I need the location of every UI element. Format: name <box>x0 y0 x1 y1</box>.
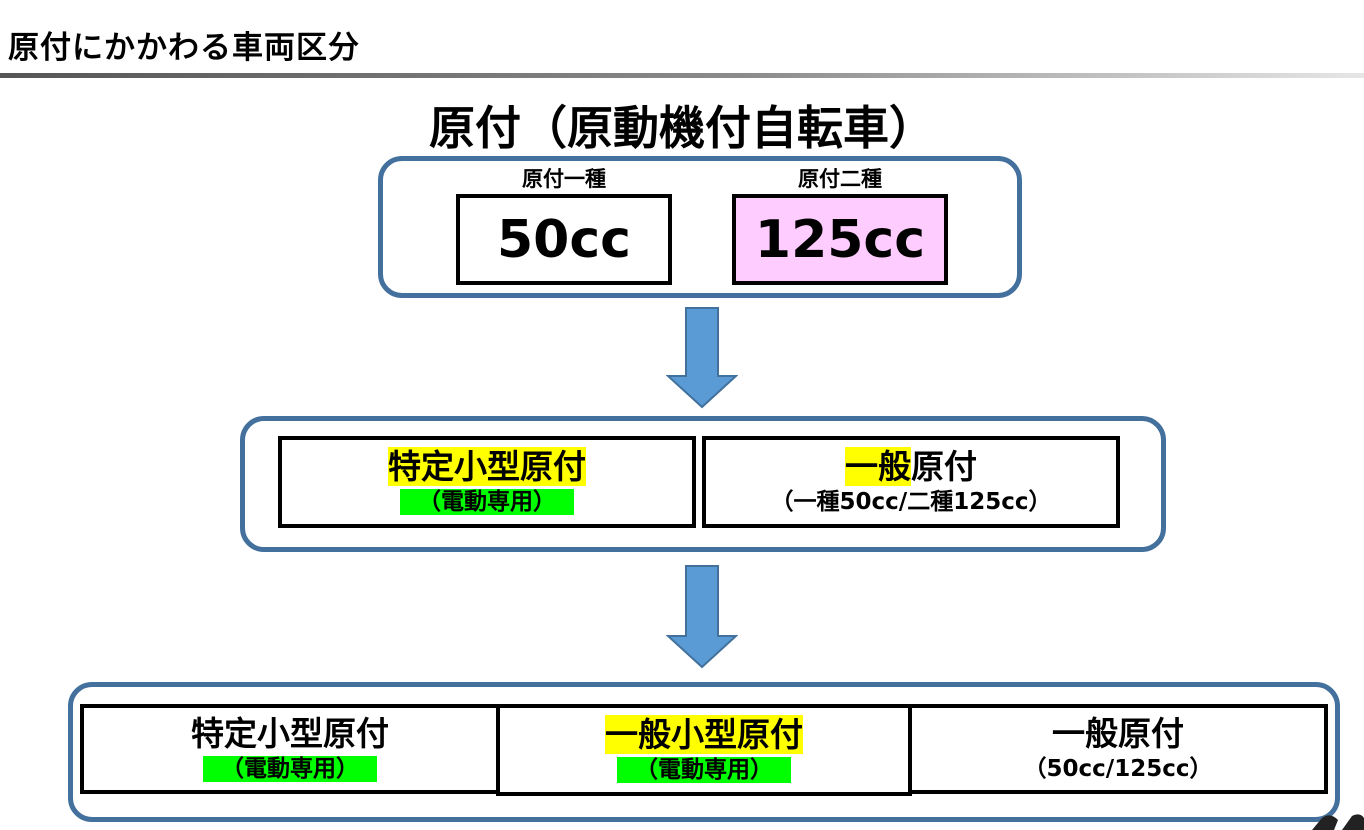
middle-cell-2-name-rest: 原付 <box>911 447 977 486</box>
middle-group-frame <box>240 416 1166 552</box>
middle-cell-specified-small: 特定小型原付 （電動専用） <box>278 436 696 528</box>
bottom-cell-2-sub: （電動専用） <box>617 757 791 783</box>
bottom-group-frame <box>68 682 1340 822</box>
bottom-cell-specified-small: 特定小型原付 （電動専用） <box>80 704 500 794</box>
title-underline <box>0 73 1364 78</box>
middle-cell-general: 一般原付 （一種50cc/二種125cc） <box>702 436 1120 528</box>
top-cell-1-value: 50cc <box>496 209 631 270</box>
down-arrow-icon <box>666 307 738 409</box>
bottom-cell-general: 一般原付 （50cc/125cc） <box>908 704 1328 794</box>
diagram-heading: 原付（原動機付自転車） <box>429 101 935 155</box>
top-cell-1-label: 原付一種 <box>522 167 606 191</box>
top-cell-2-value: 125cc <box>754 209 926 270</box>
logo-fragment-icon <box>1312 814 1364 830</box>
middle-cell-2-sub: （一種50cc/二種125cc） <box>770 489 1052 515</box>
top-group-frame <box>378 156 1022 298</box>
middle-cell-2-name-highlight: 一般 <box>845 447 911 486</box>
slide-title: 原付にかかわる車両区分 <box>8 30 360 66</box>
bottom-cell-3-name: 一般原付 <box>1052 714 1184 753</box>
middle-cell-1-name: 特定小型原付 <box>388 447 586 486</box>
bottom-cell-1-name: 特定小型原付 <box>191 714 389 753</box>
bottom-cell-1-sub: （電動専用） <box>203 756 377 782</box>
bottom-cell-3-sub: （50cc/125cc） <box>1023 756 1213 782</box>
bottom-cell-general-small: 一般小型原付 （電動専用） <box>496 704 912 796</box>
bottom-cell-2-name: 一般小型原付 <box>605 715 803 754</box>
top-cell-125cc: 125cc <box>732 194 948 285</box>
middle-cell-1-sub: （電動専用） <box>400 489 574 515</box>
top-cell-2-label: 原付二種 <box>798 167 882 191</box>
top-cell-50cc: 50cc <box>456 194 672 285</box>
down-arrow-icon <box>666 565 738 669</box>
